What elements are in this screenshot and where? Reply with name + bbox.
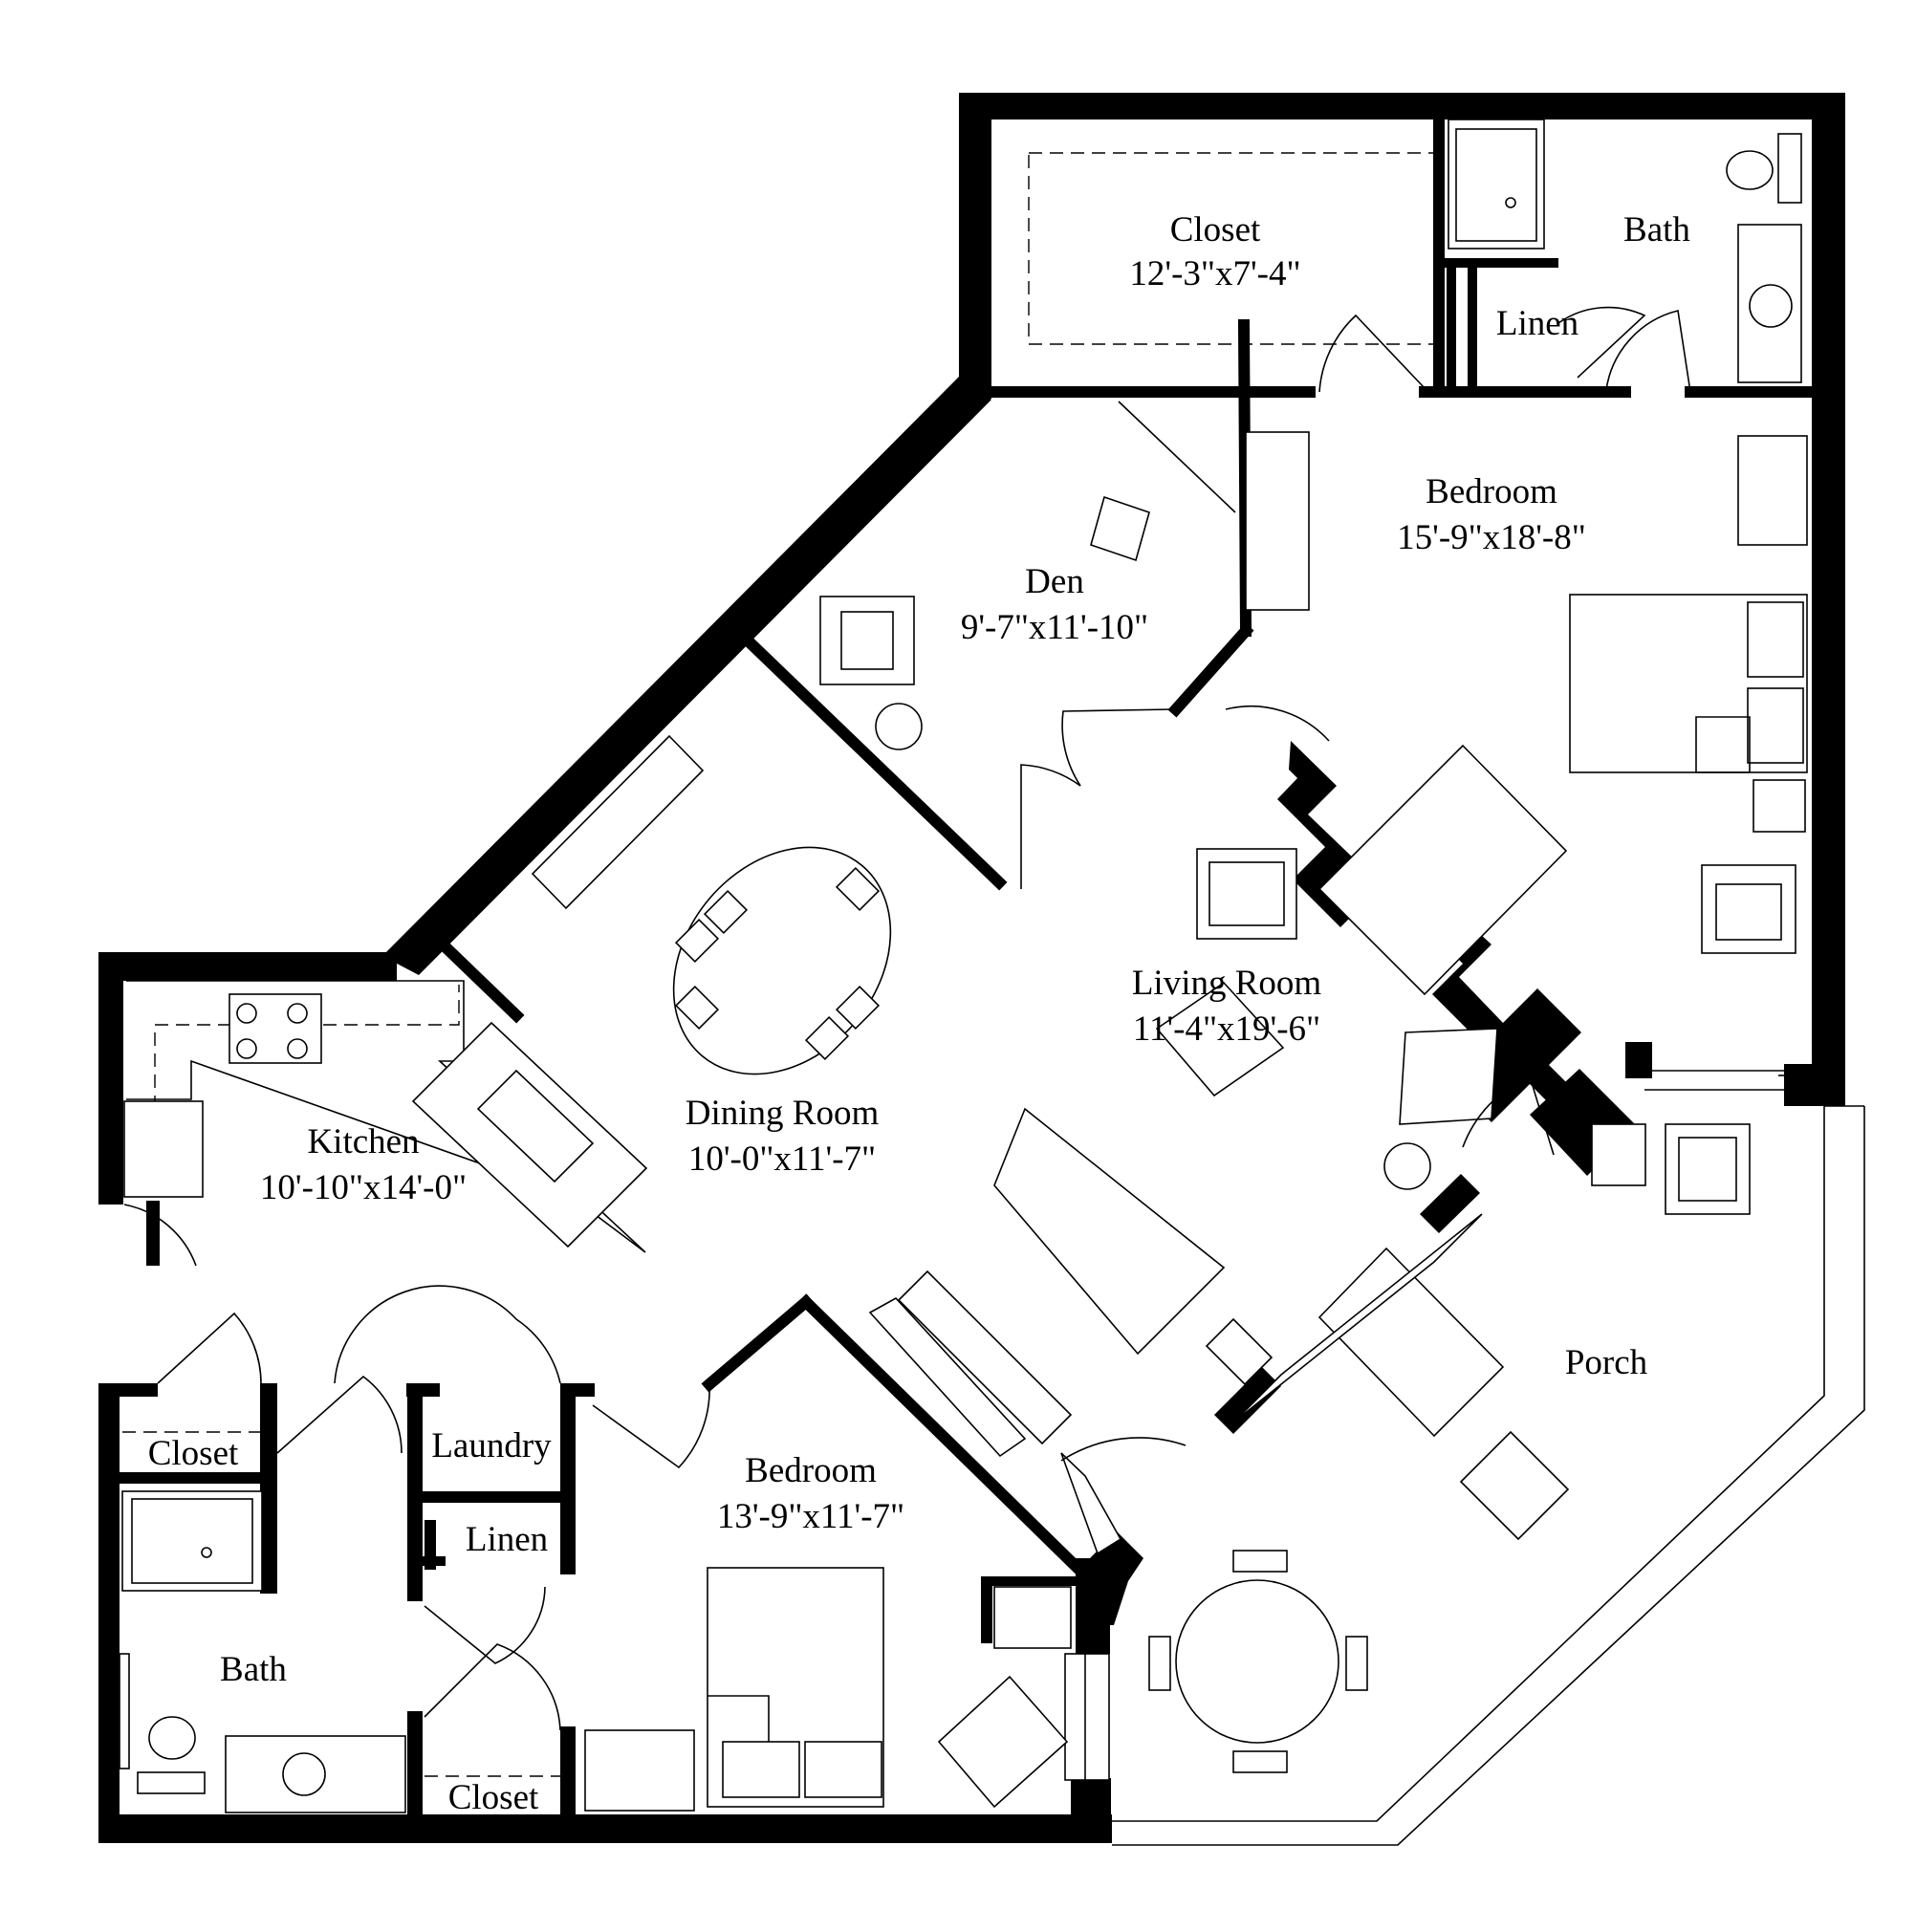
armchair-icon (937, 1675, 1069, 1809)
den-size: 9'-7"x11'-10" (961, 608, 1148, 647)
closet-master-name: Closet (1170, 210, 1261, 250)
dining-table-icon (672, 846, 892, 1075)
kitchen-sink-icon (411, 1021, 648, 1248)
shower-icon (121, 1490, 263, 1592)
armchair-icon (1701, 864, 1796, 954)
closet-master-size: 12'-3"x7'-4" (1129, 254, 1300, 293)
dining-name: Dining Room (686, 1094, 880, 1133)
bedroom-second-name: Bedroom (745, 1451, 877, 1490)
bath-master-name: Bath (1623, 210, 1690, 250)
porch-table-icon (1175, 1579, 1339, 1744)
living-size: 11'-4"x19'-6" (1133, 1009, 1320, 1049)
bath-second-name: Bath (220, 1650, 287, 1689)
bath-sink-icon (282, 1752, 326, 1796)
bed-icon (1569, 594, 1808, 773)
living-name: Living Room (1132, 964, 1322, 1003)
kitchen-name: Kitchen (307, 1122, 419, 1161)
cabinetry (123, 152, 1435, 1253)
porch-name: Porch (1565, 1343, 1648, 1382)
linen-master-name: Linen (1496, 304, 1579, 343)
exterior-walls (98, 93, 1845, 1843)
linen-hall-name: Linen (466, 1520, 548, 1559)
lower-bedroom-furniture (584, 1296, 1122, 1812)
bedroom-second-size: 13'-9"x11'-7" (717, 1497, 904, 1536)
master-bath-fixtures (1448, 119, 1802, 383)
den-furniture (819, 401, 1310, 750)
toilet-icon (148, 1716, 196, 1760)
doors (123, 306, 1691, 1731)
toilet-icon (1726, 150, 1774, 190)
armchair-icon (819, 596, 915, 685)
laundry-name: Laundry (431, 1426, 552, 1465)
closet-hall-name: Closet (148, 1434, 239, 1473)
shower-icon (1448, 119, 1545, 250)
porch-outline (1064, 1070, 1865, 1846)
master-bedroom-furniture (1569, 435, 1808, 954)
closet-second-name: Closet (448, 1778, 539, 1817)
bedroom-master-size: 15'-9"x18'-8" (1397, 518, 1586, 557)
sofa-icon (993, 1107, 1226, 1356)
living-room-furniture (897, 744, 1568, 1445)
dining-size: 10'-0"x11'-7" (688, 1140, 876, 1179)
bed-icon (707, 1567, 884, 1808)
bedroom-master-name: Bedroom (1426, 472, 1557, 511)
den-name: Den (1025, 562, 1084, 601)
bath-sink-icon (1749, 284, 1793, 328)
room-labels: Closet 12'-3"x7'-4" Bath Linen Bedroom 1… (148, 210, 1691, 1817)
armchair-icon (1196, 848, 1297, 940)
lower-bath-fixtures (119, 1431, 560, 1813)
kitchen-size: 10'-10"x14'-0" (260, 1168, 467, 1207)
porch-furniture (1148, 1123, 1751, 1773)
